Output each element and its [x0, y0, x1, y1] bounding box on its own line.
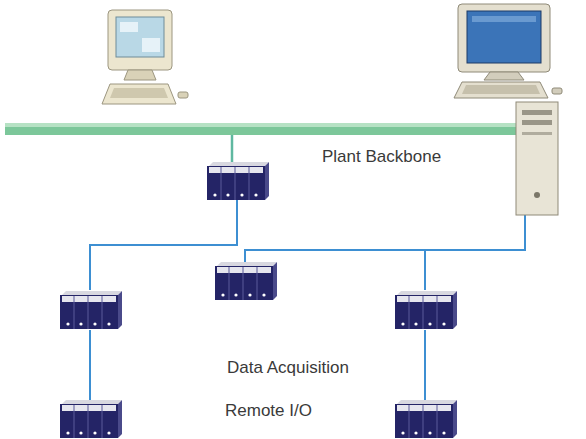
drop-wire	[231, 135, 234, 162]
backbone-bar	[5, 123, 535, 135]
tier-label: Remote I/O	[225, 401, 312, 421]
tier-label: Data Acquisition	[227, 358, 349, 378]
backbone-label: Plant Backbone	[322, 147, 441, 167]
workstation-right	[454, 4, 562, 215]
backbone-highlight	[5, 123, 535, 127]
network-wires	[90, 200, 525, 400]
workstation-left	[102, 10, 188, 104]
io-devices	[60, 162, 457, 438]
